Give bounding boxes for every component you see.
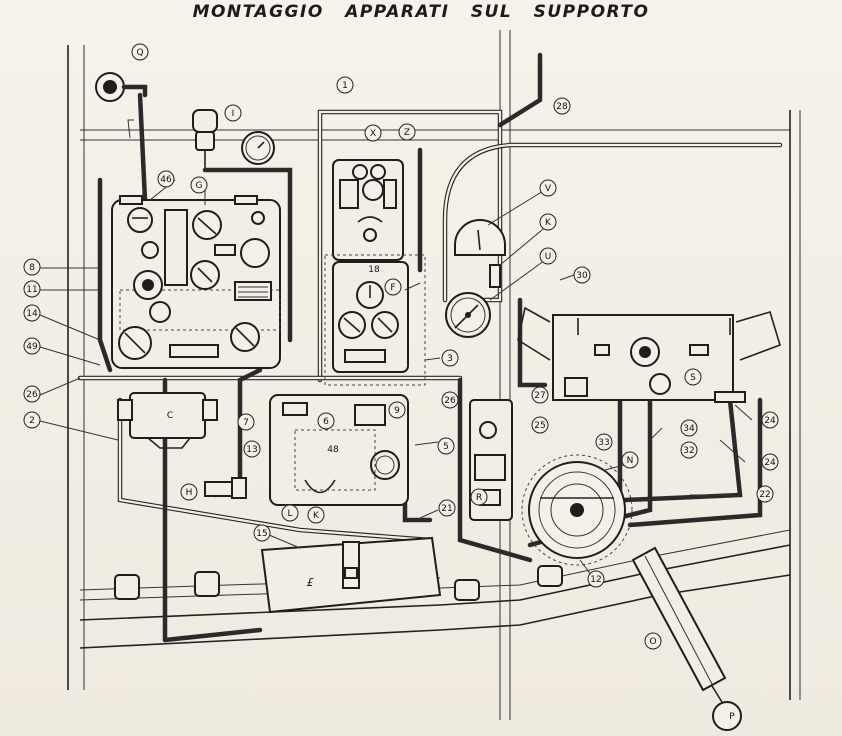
label-11: 11 [26, 285, 37, 295]
label-33: 33 [598, 438, 609, 448]
label-34: 34 [683, 424, 695, 434]
label-2: 2 [29, 416, 35, 426]
radio-unit-s [517, 306, 781, 403]
label-g: G [196, 181, 203, 191]
label-8: 8 [29, 263, 35, 273]
label-12: 12 [590, 575, 601, 585]
label-5: 5 [443, 442, 449, 452]
label-o: O [649, 637, 656, 647]
ammeter-v [445, 219, 506, 338]
label-49: 49 [26, 342, 38, 352]
label-z: Z [404, 128, 410, 138]
label-i: I [232, 109, 235, 119]
label-46: 46 [160, 175, 172, 185]
label-26-left: 26 [26, 390, 38, 400]
callout-labels: Q I X Z 1 28 46 G V K U 30 8 11 14 49 26… [23, 43, 779, 722]
label-22: 22 [759, 490, 770, 500]
battery-box [260, 536, 442, 614]
label-13: 13 [246, 445, 257, 455]
label-k-upper: K [545, 218, 552, 228]
label-26-right: 26 [444, 396, 456, 406]
label-f: F [390, 283, 395, 293]
junction-box-c [117, 392, 218, 449]
label-r: R [476, 493, 482, 503]
label-x: X [370, 129, 376, 139]
label-6: 6 [323, 417, 329, 427]
gauge-q [95, 72, 148, 102]
label-l: L [287, 509, 292, 519]
label-k-lower: K [313, 511, 320, 521]
transceiver-unit [269, 394, 409, 506]
label-p: P [729, 712, 735, 722]
label-q: Q [136, 48, 143, 58]
label-30: 30 [576, 271, 588, 281]
label-48: 48 [327, 445, 339, 455]
antenna-tube [631, 546, 742, 731]
label-15: 15 [256, 529, 267, 539]
rotary-unit-12 [521, 454, 633, 566]
label-21: 21 [441, 504, 452, 514]
label-1: 1 [342, 81, 348, 91]
instrument-panel-g [111, 195, 281, 369]
label-s: S [690, 373, 696, 383]
label-3: 3 [447, 354, 453, 364]
label-14: 14 [26, 309, 38, 319]
label-battery: £ [307, 576, 315, 589]
label-u: U [545, 252, 552, 262]
label-9: 9 [394, 406, 400, 416]
label-n: N [627, 456, 634, 466]
label-24-lower: 24 [764, 458, 776, 468]
label-25: 25 [534, 421, 545, 431]
label-27: 27 [534, 391, 545, 401]
label-c: C [167, 411, 173, 421]
label-7: 7 [243, 418, 249, 428]
filter-bottle [192, 109, 218, 170]
label-28: 28 [556, 102, 568, 112]
label-24-upper: 24 [764, 416, 776, 426]
label-32: 32 [683, 446, 694, 456]
label-18: 18 [368, 265, 380, 275]
clock-gauge [202, 131, 293, 183]
label-h: H [186, 488, 193, 498]
connector-h [204, 477, 247, 499]
diagram-title: MONTAGGIO APPARATI SUL SUPPORTO [192, 2, 650, 22]
label-v: V [545, 184, 552, 194]
